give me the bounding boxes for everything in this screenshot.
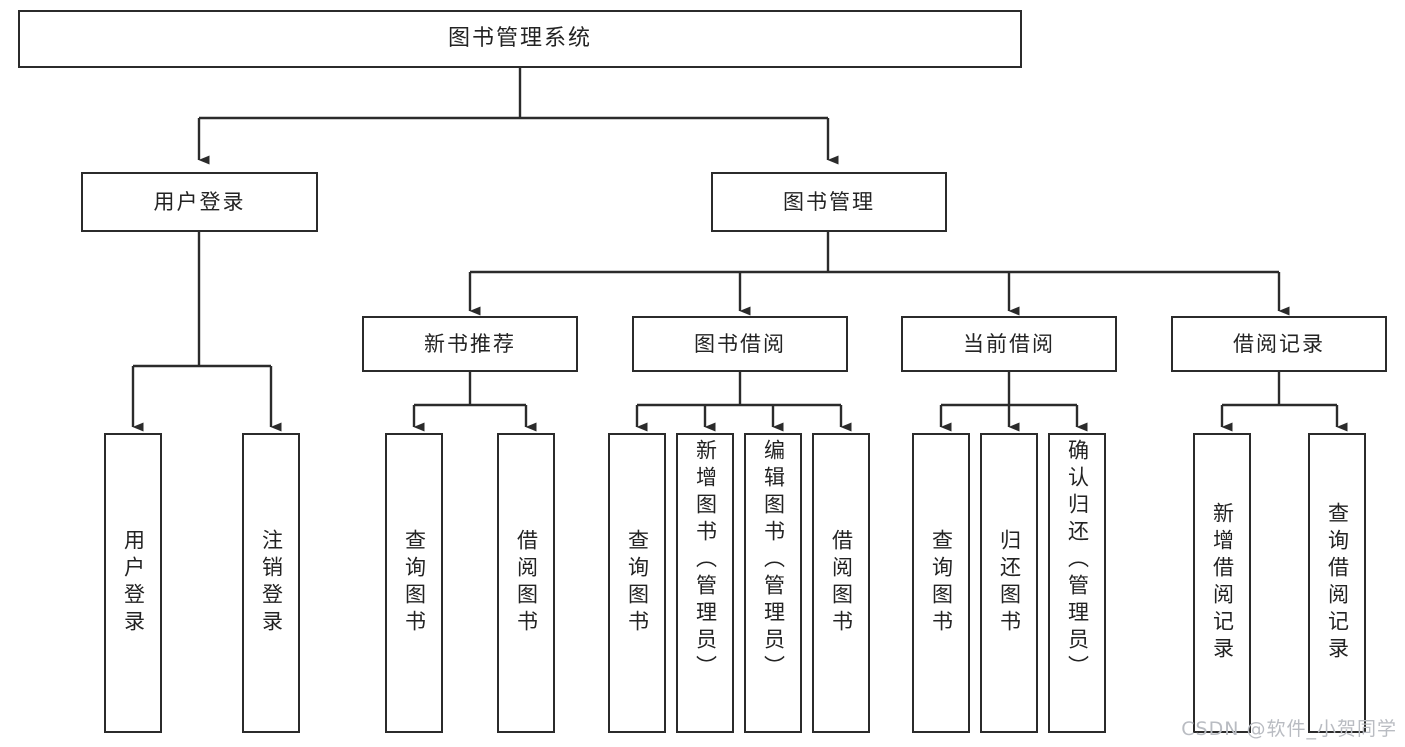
watermark-text: CSDN @软件_小贺同学	[1181, 718, 1397, 740]
leaf-new-book-borrow[interactable]: 借阅图书	[497, 433, 555, 733]
node-label: 用户登录	[121, 529, 146, 637]
node-label: 当前借阅	[963, 331, 1055, 356]
node-new-book-recommend[interactable]: 新书推荐	[362, 316, 578, 372]
node-label: 查询图书	[402, 529, 427, 637]
node-label: 新增图书（管理员）	[693, 439, 718, 682]
leaf-borrow-add-book-admin[interactable]: 新增图书（管理员）	[676, 433, 734, 733]
node-label: 图书管理	[783, 189, 875, 214]
node-label: 新增借阅记录	[1210, 502, 1235, 664]
leaf-user-login-login[interactable]: 用户登录	[104, 433, 162, 733]
node-label: 归还图书	[997, 529, 1022, 637]
leaf-borrow-borrow-book[interactable]: 借阅图书	[812, 433, 870, 733]
leaf-current-return-book[interactable]: 归还图书	[980, 433, 1038, 733]
leaf-borrow-query-book[interactable]: 查询图书	[608, 433, 666, 733]
node-user-login[interactable]: 用户登录	[81, 172, 318, 232]
node-borrow-record[interactable]: 借阅记录	[1171, 316, 1387, 372]
node-label: 确认归还（管理员）	[1065, 439, 1090, 682]
node-label: 图书管理系统	[447, 26, 592, 52]
node-label: 借阅图书	[514, 529, 539, 637]
node-label: 用户登录	[153, 189, 246, 214]
node-book-borrow[interactable]: 图书借阅	[632, 316, 848, 372]
node-label: 新书推荐	[424, 331, 516, 356]
leaf-borrow-edit-book-admin[interactable]: 编辑图书（管理员）	[744, 433, 802, 733]
node-root-system[interactable]: 图书管理系统	[18, 10, 1022, 68]
node-label: 查询图书	[625, 529, 650, 637]
node-label: 图书借阅	[694, 331, 786, 356]
node-book-management[interactable]: 图书管理	[711, 172, 947, 232]
leaf-user-login-logout[interactable]: 注销登录	[242, 433, 300, 733]
leaf-current-confirm-return-admin[interactable]: 确认归还（管理员）	[1048, 433, 1106, 733]
node-current-borrow[interactable]: 当前借阅	[901, 316, 1117, 372]
node-label: 查询图书	[929, 529, 954, 637]
leaf-record-add-record[interactable]: 新增借阅记录	[1193, 433, 1251, 733]
node-label: 编辑图书（管理员）	[761, 439, 786, 682]
node-label: 查询借阅记录	[1325, 502, 1350, 664]
leaf-new-book-query[interactable]: 查询图书	[385, 433, 443, 733]
node-label: 借阅图书	[829, 529, 854, 637]
leaf-record-query-record[interactable]: 查询借阅记录	[1308, 433, 1366, 733]
node-label: 注销登录	[259, 529, 284, 637]
leaf-current-query-book[interactable]: 查询图书	[912, 433, 970, 733]
node-label: 借阅记录	[1233, 331, 1325, 356]
